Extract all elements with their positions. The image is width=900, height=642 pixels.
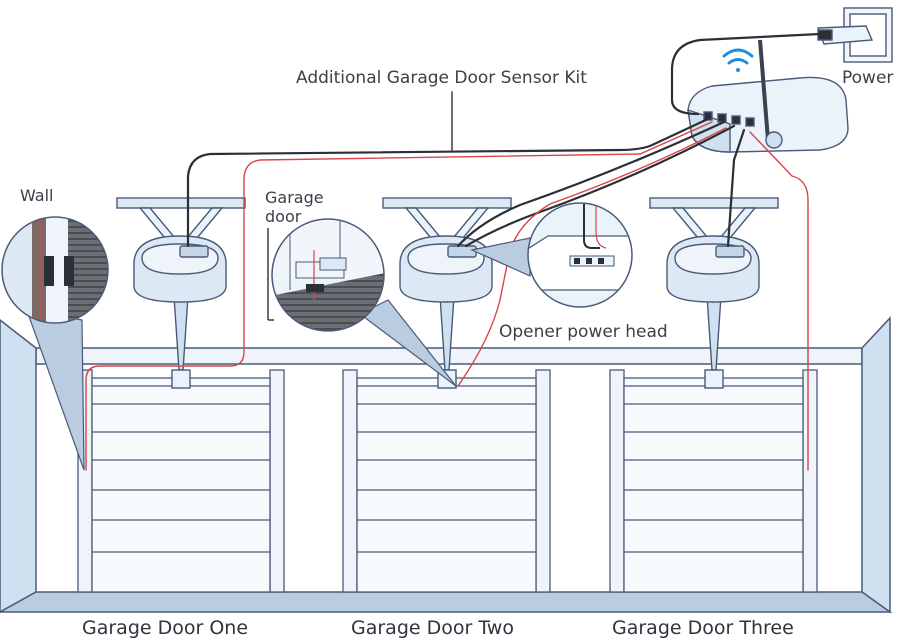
cables bbox=[85, 32, 822, 471]
garage-door-label-line2: door bbox=[265, 207, 302, 226]
garage-door-three-graphic bbox=[609, 369, 818, 593]
door-name-two: Garage Door Two bbox=[351, 617, 514, 639]
opener-two bbox=[382, 197, 512, 389]
garage-door-label-line1: Garage bbox=[265, 188, 324, 207]
wifi-icon bbox=[722, 48, 754, 72]
opener-one bbox=[116, 197, 246, 389]
door-name-one: Garage Door One bbox=[82, 617, 249, 639]
wall-label: Wall bbox=[20, 186, 54, 205]
kit-label: Additional Garage Door Sensor Kit bbox=[296, 68, 587, 88]
power-outlet-icon bbox=[817, 7, 893, 63]
garage-door-callout bbox=[267, 218, 457, 387]
garage-door-two-graphic bbox=[342, 369, 551, 593]
wall-callout bbox=[1, 216, 109, 471]
power-label: Power bbox=[842, 68, 894, 88]
opener-power-head-callout bbox=[470, 202, 633, 308]
opener-power-head-label: Opener power head bbox=[499, 322, 668, 342]
door-name-three: Garage Door Three bbox=[612, 617, 794, 639]
opener-three bbox=[649, 197, 779, 389]
garage-door-one-graphic bbox=[77, 369, 285, 593]
